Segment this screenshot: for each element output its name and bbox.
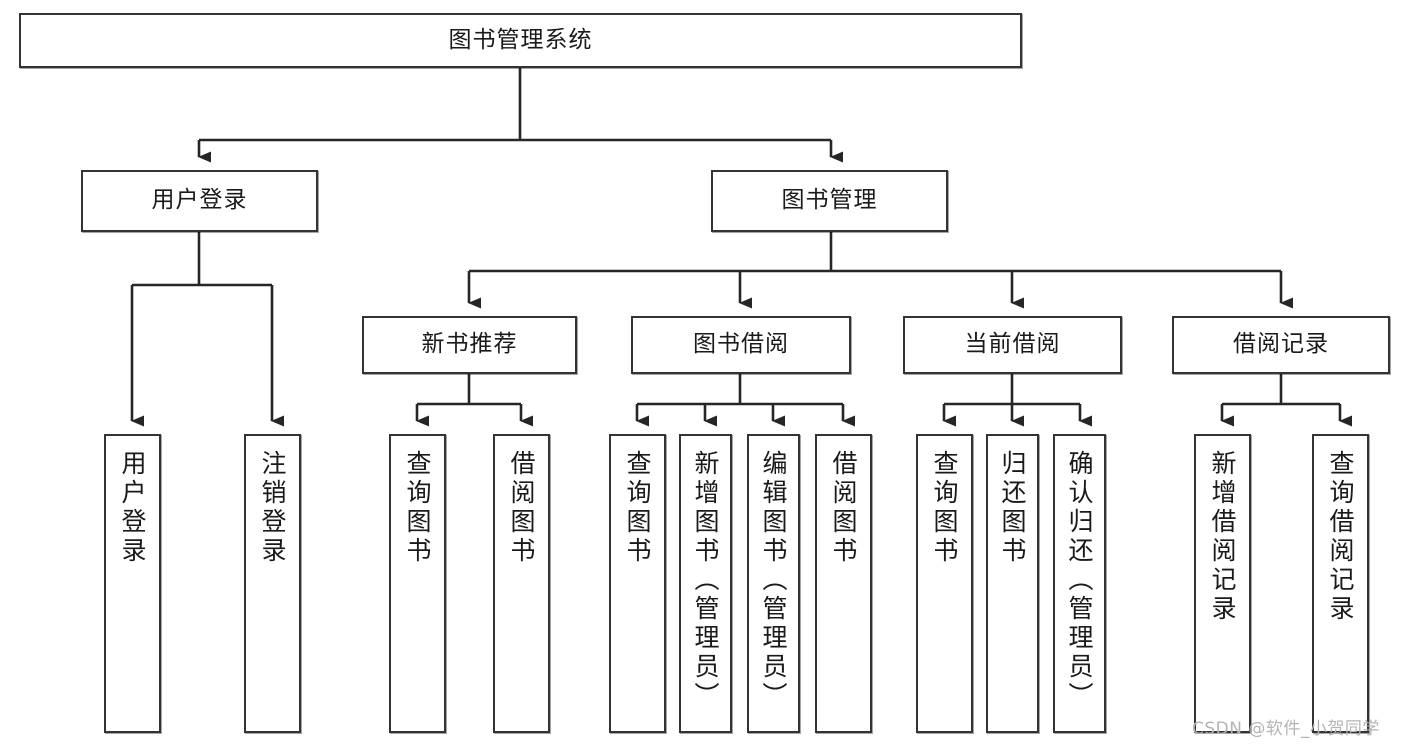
node-borrow-record-label: 借阅记录 [1233, 331, 1329, 358]
leaf-label: 查询图书 [623, 450, 652, 566]
leaf-current-query-book[interactable]: 查询图书 [916, 434, 973, 733]
node-user-login-label: 用户登录 [151, 187, 248, 214]
leaf-label: 新增图书（管理员） [691, 450, 720, 711]
leaf-current-return-book[interactable]: 归还图书 [986, 434, 1039, 733]
node-book-borrow-label: 图书借阅 [693, 331, 789, 358]
leaf-label: 查询借阅记录 [1326, 450, 1355, 624]
leaf-label: 归还图书 [998, 450, 1027, 566]
leaf-borrow-borrow-book[interactable]: 借阅图书 [815, 434, 872, 733]
leaf-record-add[interactable]: 新增借阅记录 [1194, 434, 1251, 733]
leaf-label: 借阅图书 [829, 450, 858, 566]
node-book-management-label: 图书管理 [781, 187, 878, 214]
leaf-borrow-query-book[interactable]: 查询图书 [609, 434, 666, 733]
node-new-book-recommend-label: 新书推荐 [421, 331, 518, 358]
leaf-label: 编辑图书（管理员） [759, 450, 788, 711]
leaf-label: 用户登录 [118, 450, 147, 566]
leaf-borrow-edit-book[interactable]: 编辑图书（管理员） [747, 434, 800, 733]
node-book-management[interactable]: 图书管理 [711, 170, 948, 232]
watermark-text: CSDN @软件_小贺同学 [1192, 719, 1380, 739]
leaf-borrow-add-book[interactable]: 新增图书（管理员） [679, 434, 732, 733]
leaf-user-login-signin[interactable]: 用户登录 [104, 434, 161, 733]
leaf-new-book-borrow[interactable]: 借阅图书 [493, 434, 550, 733]
node-borrow-record[interactable]: 借阅记录 [1172, 316, 1390, 374]
leaf-label: 查询图书 [403, 450, 432, 566]
leaf-label: 注销登录 [258, 450, 287, 566]
node-new-book-recommend[interactable]: 新书推荐 [362, 316, 577, 374]
leaf-label: 查询图书 [930, 450, 959, 566]
node-current-borrow[interactable]: 当前借阅 [903, 316, 1122, 374]
node-book-borrow[interactable]: 图书借阅 [631, 316, 851, 374]
node-current-borrow-label: 当前借阅 [964, 331, 1061, 358]
leaf-label: 借阅图书 [507, 450, 536, 566]
leaf-label: 确认归还（管理员） [1065, 450, 1094, 711]
leaf-label: 新增借阅记录 [1208, 450, 1237, 624]
leaf-new-book-query[interactable]: 查询图书 [389, 434, 446, 733]
node-root[interactable]: 图书管理系统 [19, 13, 1022, 68]
leaf-user-login-signout[interactable]: 注销登录 [244, 434, 301, 733]
node-user-login[interactable]: 用户登录 [81, 170, 318, 232]
leaf-record-query[interactable]: 查询借阅记录 [1312, 434, 1369, 733]
node-root-label: 图书管理系统 [448, 26, 593, 53]
leaf-current-confirm-return[interactable]: 确认归还（管理员） [1053, 434, 1106, 733]
